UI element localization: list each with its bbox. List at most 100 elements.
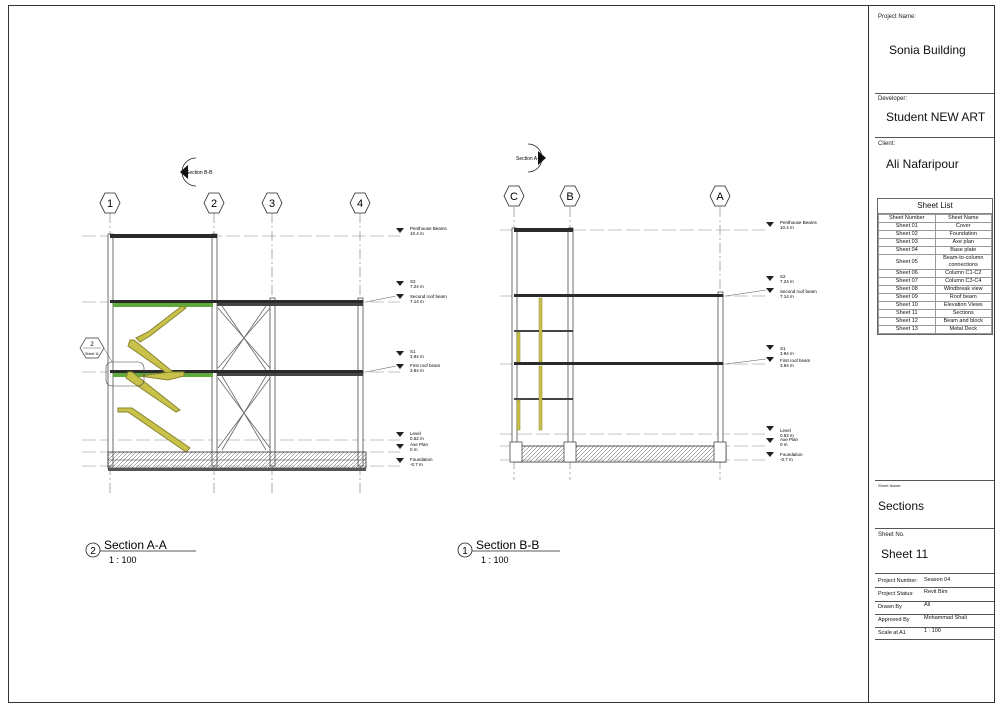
penthouse-beam [110,234,217,238]
svg-text:3.84 m: 3.84 m [780,363,794,368]
svg-text:7.14 m: 7.14 m [410,299,424,304]
stair-post [516,399,521,431]
section-b-title: 1 Section B-B 1 : 100 [457,538,560,565]
sheet-name: Sections [878,499,925,513]
sheet-name-cell: Sections [934,309,992,318]
svg-text:Axe Plan: Axe Plan [780,437,799,442]
level-marker: Level 0.52 m [766,426,794,438]
level-marker: S1 3.94 m [766,345,794,356]
svg-text:Axe Plan: Axe Plan [410,442,429,447]
grid-label-a: A [716,191,724,203]
grid-bubble-2: 2 [203,192,225,214]
project-name: Sonia Building [889,43,966,57]
level-marker: First roof beam 3.84 m [365,363,441,373]
svg-text:7.24 m: 7.24 m [410,284,424,289]
section-a-title: 2 Section A-A 1 : 100 [85,538,196,565]
sheet-name-cell: Cover [934,222,992,231]
divider [875,601,994,602]
project-status-label: Project Status: [878,591,914,597]
stair-flight [125,371,181,413]
section-a-cut-marker: Section B-B [180,157,213,187]
sheet-number-cell: Sheet 03 [878,238,936,247]
svg-text:2: 2 [90,342,94,348]
column [269,297,276,467]
scale-label: Scale at A1 [878,630,906,636]
svg-text:Penthouse Beams: Penthouse Beams [410,226,448,231]
svg-text:3.94 m: 3.94 m [780,351,794,356]
stair-post [516,331,521,363]
sheet-name-cell: Elevation Views [934,301,992,310]
sheet-name-label: Sheet Name: [878,483,902,488]
svg-text:10.4 m: 10.4 m [410,231,424,236]
sheet-name-cell: Column C3-C4 [934,277,992,286]
level-marker: Foundation -0.7 m [766,452,803,462]
svg-text:0 m: 0 m [410,447,418,452]
level-marker: Penthouse Beams 10.4 m [396,226,448,236]
column [511,227,518,461]
table-header-row: Sheet Number Sheet Name [878,214,992,223]
section-a-grid-bubbles: 1 2 3 4 [99,192,371,214]
svg-text:10.4 m: 10.4 m [780,225,794,230]
svg-text:Foundation: Foundation [410,457,433,462]
divider [875,587,994,588]
section-b-beams [514,228,723,400]
level-marker: Second roof beam 7.14 m [365,294,447,304]
section-b-stair-posts [516,297,543,431]
divider [875,137,994,138]
drawn-by: Ali [924,602,931,608]
sheet-name-cell: Axe plan [934,238,992,247]
level-marker: First roof beam 3.84 m [725,357,811,368]
stair-post [538,365,543,431]
section-a-stairs [117,305,191,453]
section-b-view: C B A Section A-A [457,143,818,565]
section-a-level-lines [82,235,400,467]
section-b-grid-bubbles: C B A [503,185,731,207]
title-block: Project Name: Sonia Building Developer: … [869,6,994,702]
approved-by-label: Approved By [878,617,910,623]
svg-text:7.14 m: 7.14 m [780,294,794,299]
svg-text:2: 2 [90,546,96,557]
svg-text:1 : 100: 1 : 100 [481,555,509,565]
svg-text:Second roof beam: Second roof beam [410,294,447,299]
section-b-columns [511,227,724,461]
sheet-list-table: Sheet List Sheet Number Sheet Name Sheet… [877,198,993,335]
column-header: Sheet Number [878,214,936,223]
grid-bubble-4: 4 [349,192,371,214]
sheet-number-cell: Sheet 01 [878,222,936,231]
sheet-name-cell: Metal Deck [934,325,992,334]
grid-label-4: 4 [357,198,363,210]
developer-label: Developer: [878,96,908,102]
sheet-number-cell: Sheet 13 [878,325,936,334]
first-slab-gray [217,373,363,376]
section-a-view: 1 2 3 4 Section B-B [79,157,448,565]
column [211,233,218,467]
sheet-name-cell: Foundation [934,230,992,239]
svg-text:3.94 m: 3.94 m [410,354,424,359]
sheet-number-cell: Sheet 05 [878,254,936,270]
sections-drawing: 1 2 3 4 Section B-B [79,143,818,565]
svg-text:-0.7 m: -0.7 m [410,462,423,467]
svg-text:Foundation: Foundation [780,452,803,457]
level-marker: Axe Plan 0 m [766,437,799,447]
sheet-name-cell: Roof beam [934,293,992,302]
svg-text:S1: S1 [410,349,416,354]
sheet-number: Sheet 11 [881,547,929,561]
section-b-cut-marker: Section A-A [516,143,546,173]
project-number: Season 04 [924,577,951,583]
level-marker: S1 3.94 m [396,349,424,359]
svg-text:3.84 m: 3.84 m [410,368,424,373]
grid-bubble-1: 1 [99,192,121,214]
divider [875,93,994,94]
section-b-foundation [509,441,727,463]
stair-post [538,297,543,363]
sheet-name-cell: Base plate [934,246,992,255]
svg-text:7.24 m: 7.24 m [780,279,794,284]
